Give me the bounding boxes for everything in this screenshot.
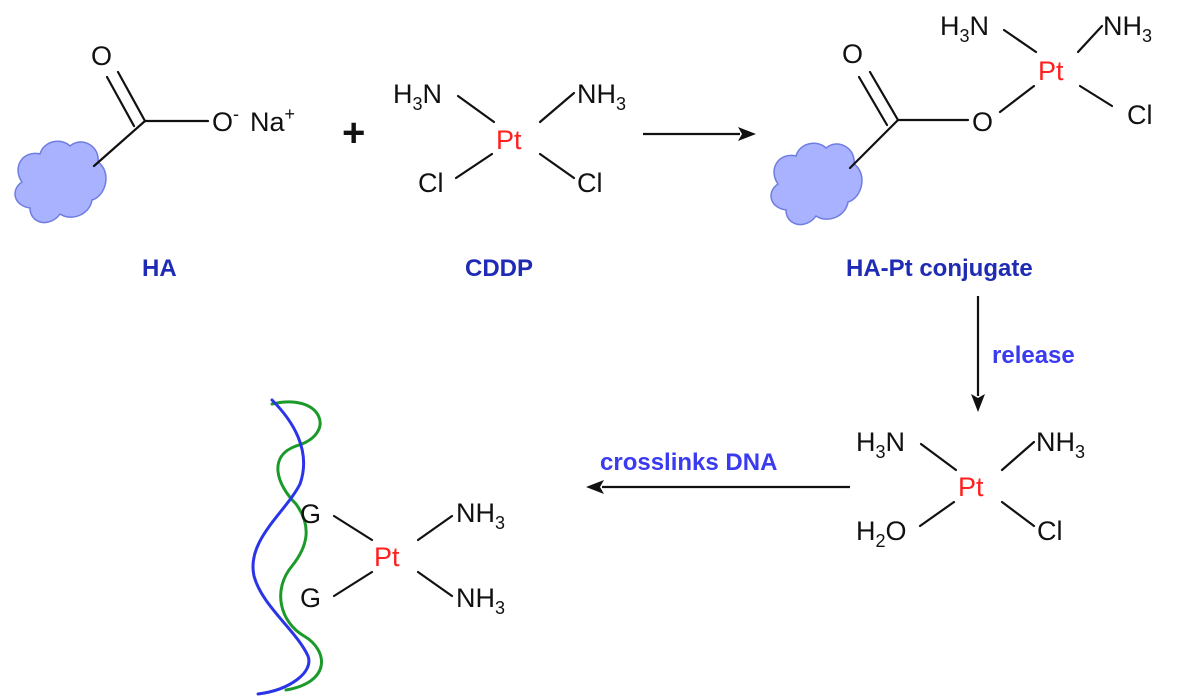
- cddp-bond-pt-cl-left: [454, 152, 494, 180]
- conjugate-carbonyl-oxygen: O: [842, 39, 863, 69]
- ha-pt-conjugate-molecule: O O Pt H3N NH3 Cl: [770, 11, 1153, 226]
- adduct-guanine-bottom: G: [300, 583, 321, 613]
- cddp-molecule: H3N NH3 Pt Cl Cl: [393, 79, 626, 198]
- reaction-arrow-right: [643, 127, 756, 141]
- conjugate-chlorine: Cl: [1127, 100, 1153, 130]
- adduct-bond-pt-nh3-top: [416, 514, 454, 542]
- ha-caption: HA: [142, 255, 177, 282]
- dna-pt-adduct: G G Pt NH3 NH3: [251, 398, 505, 696]
- conjugate-bond-oxygen-to-pt: [998, 84, 1036, 114]
- conjugate-bond-pt-n-right: [1076, 24, 1104, 54]
- aquated-chlorine: Cl: [1037, 516, 1063, 546]
- ha-double-bond-1: [116, 70, 147, 123]
- adduct-nh3-bottom: NH3: [456, 583, 505, 618]
- crosslinks-label: crosslinks DNA: [600, 449, 777, 476]
- ha-bond-blob-to-carbon: [92, 119, 147, 168]
- aquated-platinum: Pt: [958, 472, 984, 502]
- adduct-bond-g-bottom-pt: [332, 570, 374, 598]
- adduct-guanine-top: G: [300, 499, 321, 529]
- cddp-bond-pt-n-left: [456, 94, 496, 124]
- adduct-bond-pt-nh3-bottom: [416, 570, 454, 598]
- cddp-nh3-right: NH3: [577, 79, 626, 114]
- conjugate-caption: HA-Pt conjugate: [846, 255, 1033, 282]
- aquated-bond-pt-n-left: [919, 442, 958, 472]
- ha-molecule: O O- Na+: [14, 41, 295, 224]
- conjugate-ester-oxygen: O: [972, 107, 993, 137]
- aquated-bond-pt-o: [918, 500, 956, 528]
- ha-carboxylate-oxygen: O-: [212, 104, 239, 137]
- conjugate-bond-pt-n-left: [1002, 28, 1038, 54]
- cddp-h3n-left: H3N: [393, 79, 442, 114]
- aquated-nh3-right: NH3: [1036, 427, 1085, 462]
- aquated-h3n-left: H3N: [856, 427, 905, 462]
- cddp-bond-pt-cl-right: [538, 152, 576, 180]
- plus-sign: +: [342, 111, 365, 155]
- conjugate-nh3-right: NH3: [1103, 11, 1152, 46]
- adduct-bond-g-top-pt: [332, 514, 374, 542]
- aquated-bond-pt-cl: [1000, 500, 1036, 528]
- ha-sodium-ion: Na+: [250, 104, 295, 137]
- cddp-platinum: Pt: [496, 125, 522, 155]
- conjugate-h3n-left: H3N: [940, 11, 989, 46]
- reaction-arrow-right-head: [738, 127, 756, 141]
- dna-strand-green: [270, 400, 324, 692]
- dna-strand-blue: [251, 398, 311, 696]
- conjugate-bond-blob-to-carbon: [848, 118, 900, 170]
- aquated-bond-pt-n-right: [1000, 440, 1036, 472]
- cddp-chlorine-left: Cl: [418, 168, 444, 198]
- crosslinks-arrow: [586, 480, 850, 494]
- ha-polymer-blob: [14, 140, 107, 224]
- release-arrow: [971, 296, 985, 412]
- aquated-cisplatin-molecule: H3N NH3 Pt H2O Cl: [856, 427, 1085, 551]
- ha-double-bond-2: [105, 75, 136, 128]
- cddp-bond-pt-n-right: [538, 91, 576, 124]
- ha-carbonyl-oxygen: O: [91, 41, 112, 71]
- conjugate-double-bond-1: [868, 70, 900, 122]
- cddp-caption: CDDP: [465, 255, 533, 282]
- conjugate-double-bond-2: [857, 75, 889, 127]
- crosslinks-arrow-head: [586, 480, 604, 494]
- release-label: release: [992, 342, 1075, 369]
- conjugate-platinum: Pt: [1038, 56, 1064, 86]
- conjugate-bond-pt-cl: [1078, 84, 1114, 108]
- cddp-chlorine-right: Cl: [577, 168, 603, 198]
- aquated-water: H2O: [856, 516, 907, 551]
- adduct-nh3-top: NH3: [456, 498, 505, 533]
- adduct-platinum: Pt: [374, 542, 400, 572]
- release-arrow-head: [971, 394, 985, 412]
- conjugate-polymer-blob: [770, 142, 863, 226]
